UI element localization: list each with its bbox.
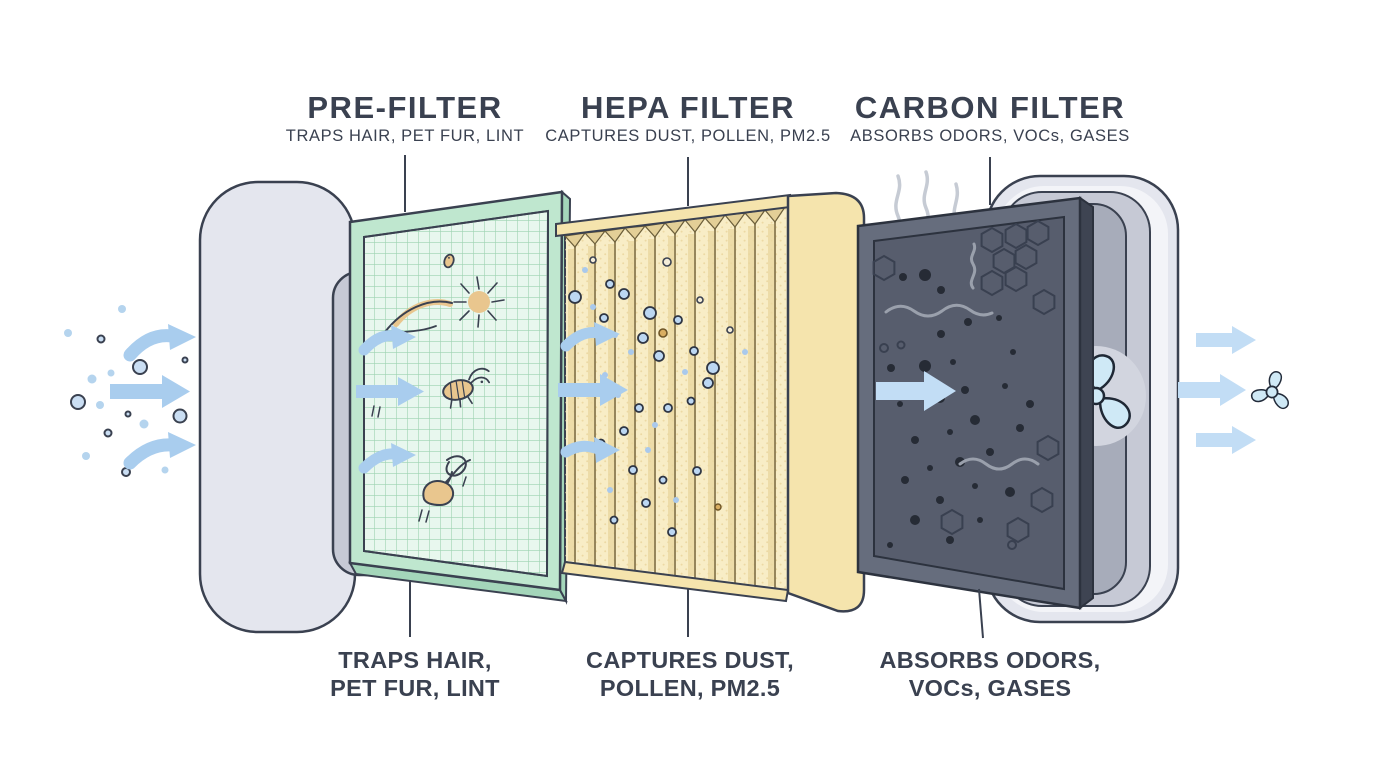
particle-icon — [161, 466, 169, 474]
hepa-side-frame — [786, 191, 866, 613]
hepa-filter-caption-line-2: POLLEN, PM2.5 — [600, 675, 780, 701]
airflow-arrow-icon — [1196, 426, 1256, 454]
particle-icon — [82, 452, 90, 460]
hepa-pleat-zigzag — [563, 206, 787, 248]
particle-icon — [64, 329, 72, 337]
carbon-filter-caption-line-1: ABSORBS ODORS, — [880, 647, 1101, 673]
airflow-arrow-icon — [123, 432, 196, 470]
fan-icon — [1249, 370, 1292, 411]
pollen-particle-icon — [714, 503, 722, 511]
lint-teardrop-icon — [422, 459, 471, 507]
airflow-arrow-icon — [123, 324, 196, 362]
particle-icon — [172, 408, 188, 424]
odor-wave-icon — [884, 242, 1040, 471]
airflow-arrow-icon — [560, 437, 620, 463]
particle-icon — [96, 334, 106, 344]
airflow-arrow-icon — [356, 377, 424, 406]
pre-filter-panel — [348, 189, 572, 605]
particle-icon — [139, 419, 149, 429]
particle-icon — [132, 359, 148, 375]
particle-icon — [124, 410, 132, 418]
hepa-bottom-frame — [560, 560, 790, 603]
particle-icon — [96, 401, 104, 409]
particle-icon — [107, 369, 115, 377]
hepa-trapped-particles — [568, 256, 748, 537]
hepa-filter-panel — [555, 191, 866, 613]
carbon-filter-caption-line-2: VOCs, GASES — [909, 675, 1072, 701]
lint-bug-icon — [442, 367, 490, 409]
carbon-filter-subtitle: ABSORBS ODORS, VOCs, GASES — [850, 127, 1130, 145]
hepa-pleat-lines — [574, 222, 776, 588]
carbon-face — [873, 215, 1065, 591]
carbon-filter-title: CARBON FILTER — [855, 90, 1125, 125]
pre-filter-title: PRE-FILTER — [307, 90, 502, 125]
airflow-arrow-icon — [358, 325, 416, 356]
hepa-filter-title: HEPA FILTER — [581, 90, 795, 125]
airflow-arrow-icon — [560, 322, 620, 352]
debris-marks — [371, 405, 467, 523]
pre-filter-caption-line-1: TRAPS HAIR, — [338, 647, 491, 673]
airflow-arrow-icon — [1196, 326, 1256, 354]
particle-icon — [70, 394, 86, 410]
outflow-airflow-arrows — [1178, 326, 1256, 454]
hepa-filter-subtitle: CAPTURES DUST, POLLEN, PM2.5 — [545, 127, 830, 145]
airflow-arrow-icon — [558, 374, 628, 406]
particle-icon — [103, 428, 113, 438]
label-connector-lines — [404, 155, 991, 639]
lint-clump-icon — [443, 253, 455, 269]
pollen-particle-icon — [658, 328, 668, 338]
intake-particles — [64, 305, 189, 477]
particle-icon — [181, 356, 189, 364]
airflow-arrow-icon — [876, 371, 956, 411]
airflow-arrow-icon — [110, 375, 190, 408]
particle-icon — [87, 374, 97, 384]
pre-filter-subtitle: TRAPS HAIR, PET FUR, LINT — [286, 127, 524, 145]
hepa-filter-caption-line-1: CAPTURES DUST, — [586, 647, 794, 673]
stage-labels: PRE-FILTER TRAPS HAIR, PET FUR, LINT HEP… — [286, 90, 1130, 701]
pre-filter-caption-line-2: PET FUR, LINT — [330, 675, 500, 701]
carbon-filter-panel — [856, 196, 1094, 611]
carbon-depth-edge — [1079, 196, 1094, 611]
airflow-arrow-icon — [358, 443, 416, 474]
intake-airflow-arrows — [110, 324, 196, 470]
lint-clump-icon — [453, 276, 505, 328]
airflow-arrow-icon — [1178, 374, 1246, 406]
particle-icon — [118, 305, 126, 313]
carbon-granules — [879, 269, 1034, 550]
